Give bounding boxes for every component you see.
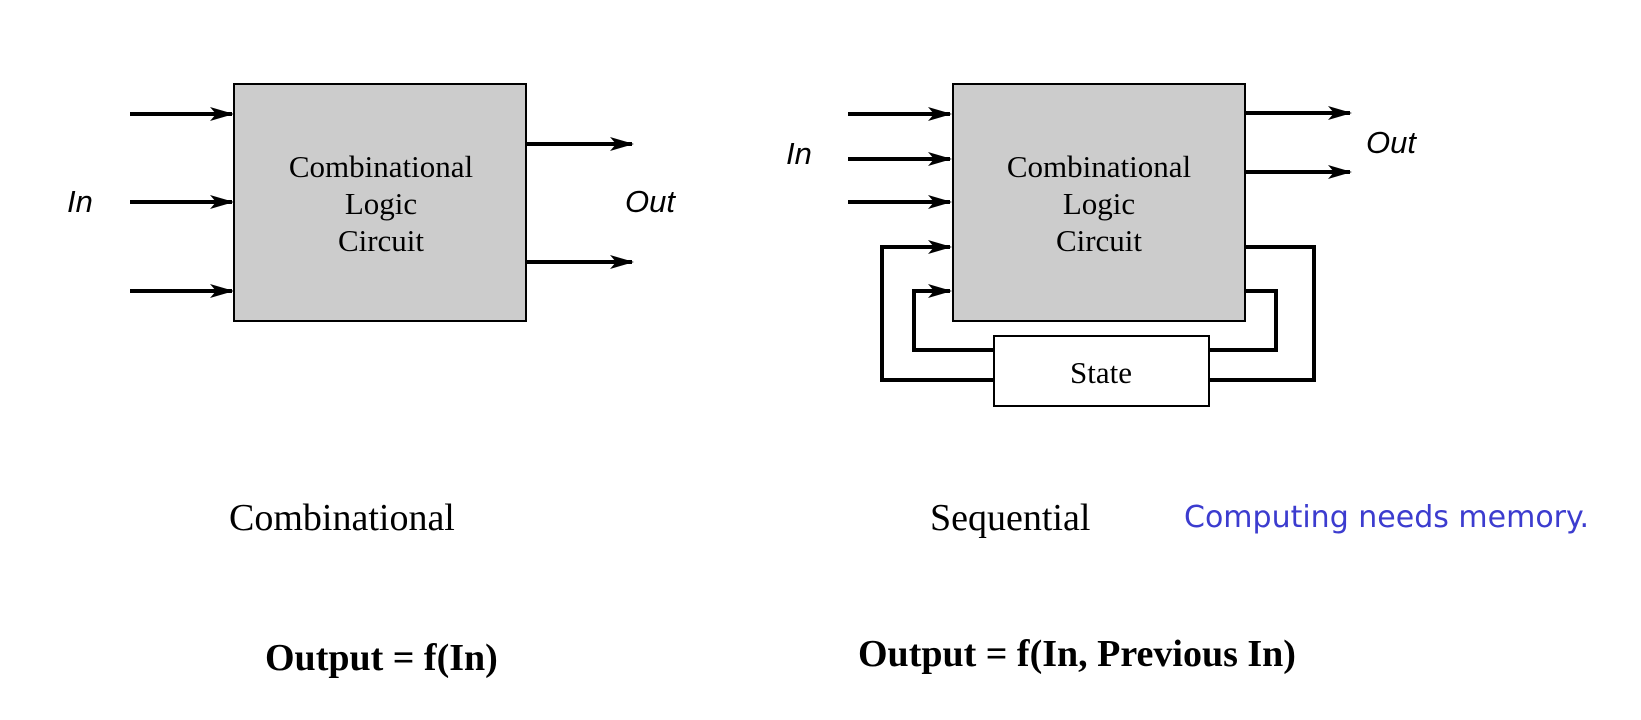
state-box bbox=[993, 335, 1210, 407]
combinational-output-label: Out bbox=[625, 184, 676, 219]
sequential-caption: Sequential bbox=[930, 497, 1091, 539]
sequential-output-label: Out bbox=[1366, 125, 1417, 160]
sequential-box-line-1: Combinational bbox=[1007, 149, 1191, 184]
combinational-box-line-3: Circuit bbox=[338, 223, 424, 258]
sequential-diagram: Combinational Logic Circuit State In Out bbox=[786, 83, 1417, 407]
combinational-formula: Output = f(In) bbox=[265, 637, 498, 679]
memory-note: Computing needs memory. bbox=[1184, 500, 1590, 535]
sequential-box-line-3: Circuit bbox=[1056, 223, 1142, 258]
sequential-formula: Output = f(In, Previous In) bbox=[858, 633, 1296, 675]
combinational-diagram: Combinational Logic Circuit In Out bbox=[67, 83, 676, 322]
combinational-box-line-2: Logic bbox=[345, 186, 417, 221]
sequential-logic-box bbox=[952, 83, 1246, 322]
sequential-box-line-2: Logic bbox=[1063, 186, 1135, 221]
combinational-logic-box bbox=[233, 83, 527, 322]
combinational-caption: Combinational bbox=[229, 497, 455, 539]
sequential-input-label: In bbox=[786, 136, 812, 171]
combinational-box-line-1: Combinational bbox=[289, 149, 473, 184]
combinational-input-label: In bbox=[67, 184, 93, 219]
state-label: State bbox=[1070, 355, 1132, 390]
